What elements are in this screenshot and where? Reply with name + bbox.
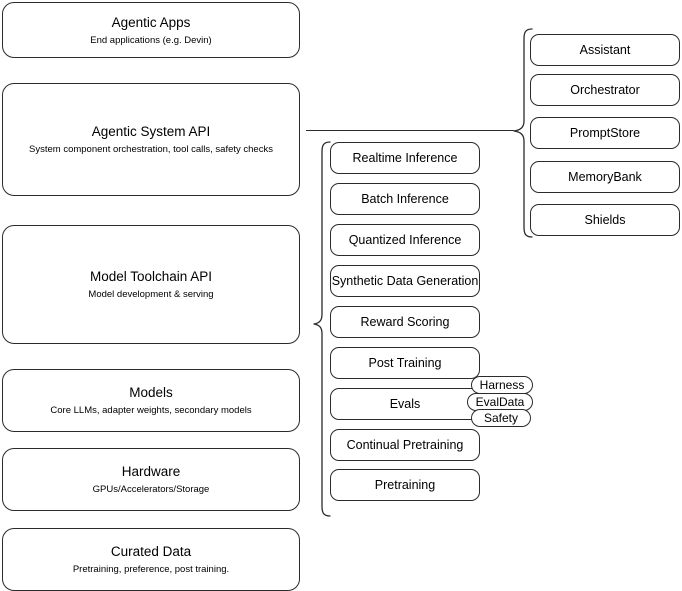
bracket-system-components (513, 28, 533, 238)
layer-subtitle: GPUs/Accelerators/Storage (92, 484, 210, 495)
layer-subtitle: Model development & serving (88, 289, 214, 300)
layer-title: Agentic Apps (111, 14, 191, 30)
layer-subtitle: Pretraining, preference, post training. (72, 564, 230, 575)
capability-box-realtime-inference[interactable]: Realtime Inference (330, 142, 480, 174)
capability-box-synthetic-data-generation[interactable]: Synthetic Data Generation (330, 265, 480, 297)
system-component-box-promptstore[interactable]: PromptStore (530, 117, 680, 149)
layer-box-model-toolchain-api[interactable]: Model Toolchain API Model development & … (2, 225, 300, 344)
connector-line-system-api (306, 130, 514, 131)
capability-label: Reward Scoring (360, 314, 450, 329)
layer-title: Model Toolchain API (89, 269, 213, 284)
system-component-label: PromptStore (569, 125, 641, 140)
system-component-box-assistant[interactable]: Assistant (530, 34, 680, 66)
layer-box-agentic-apps[interactable]: Agentic Apps End applications (e.g. Devi… (2, 2, 300, 58)
capability-label: Evals (389, 396, 421, 411)
system-component-label: Shields (584, 212, 626, 227)
layer-title: Models (129, 385, 173, 400)
layer-title: Hardware (121, 464, 181, 479)
capability-box-pretraining[interactable]: Pretraining (330, 469, 480, 501)
layer-subtitle: System component orchestration, tool cal… (29, 144, 273, 155)
system-component-label: MemoryBank (568, 169, 642, 184)
capability-box-quantized-inference[interactable]: Quantized Inference (330, 224, 480, 256)
system-component-box-orchestrator[interactable]: Orchestrator (530, 74, 680, 106)
capability-label: Pretraining (374, 477, 436, 492)
capability-label: Batch Inference (361, 191, 449, 206)
capability-box-evals[interactable]: Evals (330, 388, 480, 420)
evals-subcomponent-evaldata[interactable]: EvalData (467, 393, 533, 411)
layer-title: Agentic System API (91, 124, 211, 139)
capability-box-reward-scoring[interactable]: Reward Scoring (330, 306, 480, 338)
layer-box-agentic-system-api[interactable]: Agentic System API System component orch… (2, 83, 300, 196)
layer-subtitle: End applications (e.g. Devin) (90, 34, 212, 46)
capability-label: Quantized Inference (348, 232, 462, 247)
capability-label: Continual Pretraining (346, 437, 464, 452)
evals-subcomponent-harness[interactable]: Harness (471, 376, 533, 394)
layer-box-models[interactable]: Models Core LLMs, adapter weights, secon… (2, 369, 300, 432)
capability-box-continual-pretraining[interactable]: Continual Pretraining (330, 429, 480, 461)
system-component-box-shields[interactable]: Shields (530, 204, 680, 236)
capability-label: Synthetic Data Generation (331, 273, 479, 288)
bracket-toolchain (313, 141, 331, 517)
system-component-label: Assistant (579, 42, 631, 57)
capability-box-batch-inference[interactable]: Batch Inference (330, 183, 480, 215)
capability-label: Post Training (368, 355, 442, 370)
layer-box-hardware[interactable]: Hardware GPUs/Accelerators/Storage (2, 448, 300, 511)
capability-label: Realtime Inference (352, 150, 458, 165)
evals-subcomponent-safety[interactable]: Safety (471, 409, 531, 427)
layer-subtitle: Core LLMs, adapter weights, secondary mo… (50, 405, 252, 416)
layer-title: Curated Data (110, 544, 192, 559)
layer-box-curated-data[interactable]: Curated Data Pretraining, preference, po… (2, 528, 300, 591)
system-component-label: Orchestrator (570, 82, 640, 97)
system-component-box-memorybank[interactable]: MemoryBank (530, 161, 680, 193)
capability-box-post-training[interactable]: Post Training (330, 347, 480, 379)
